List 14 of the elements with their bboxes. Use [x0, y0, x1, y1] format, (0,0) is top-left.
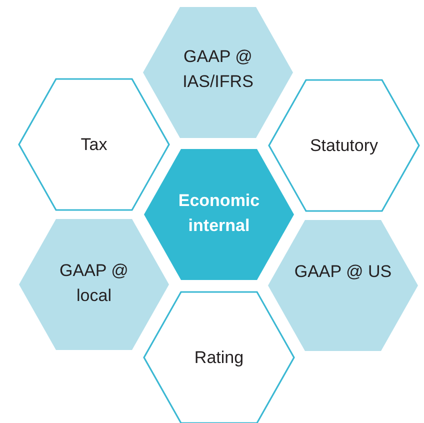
- hexagon: [143, 291, 295, 423]
- hexagon: [267, 219, 419, 352]
- hexagon-label: GAAP @ IAS/IFRS: [182, 46, 254, 93]
- hexagon-label: GAAP @ US: [293, 261, 393, 283]
- hexagon-label: Statutory: [308, 135, 380, 157]
- hexagon: [143, 148, 295, 281]
- hexagon: [18, 218, 170, 351]
- hexagon: [268, 79, 420, 212]
- hexagon-label: GAAP @ local: [58, 260, 130, 307]
- hexagon-label: Rating: [193, 347, 245, 369]
- hexagon: [142, 6, 294, 139]
- hexagon-label: Economic internal: [177, 190, 261, 237]
- hexagon-label: Tax: [80, 134, 108, 156]
- hexagon: [18, 78, 170, 211]
